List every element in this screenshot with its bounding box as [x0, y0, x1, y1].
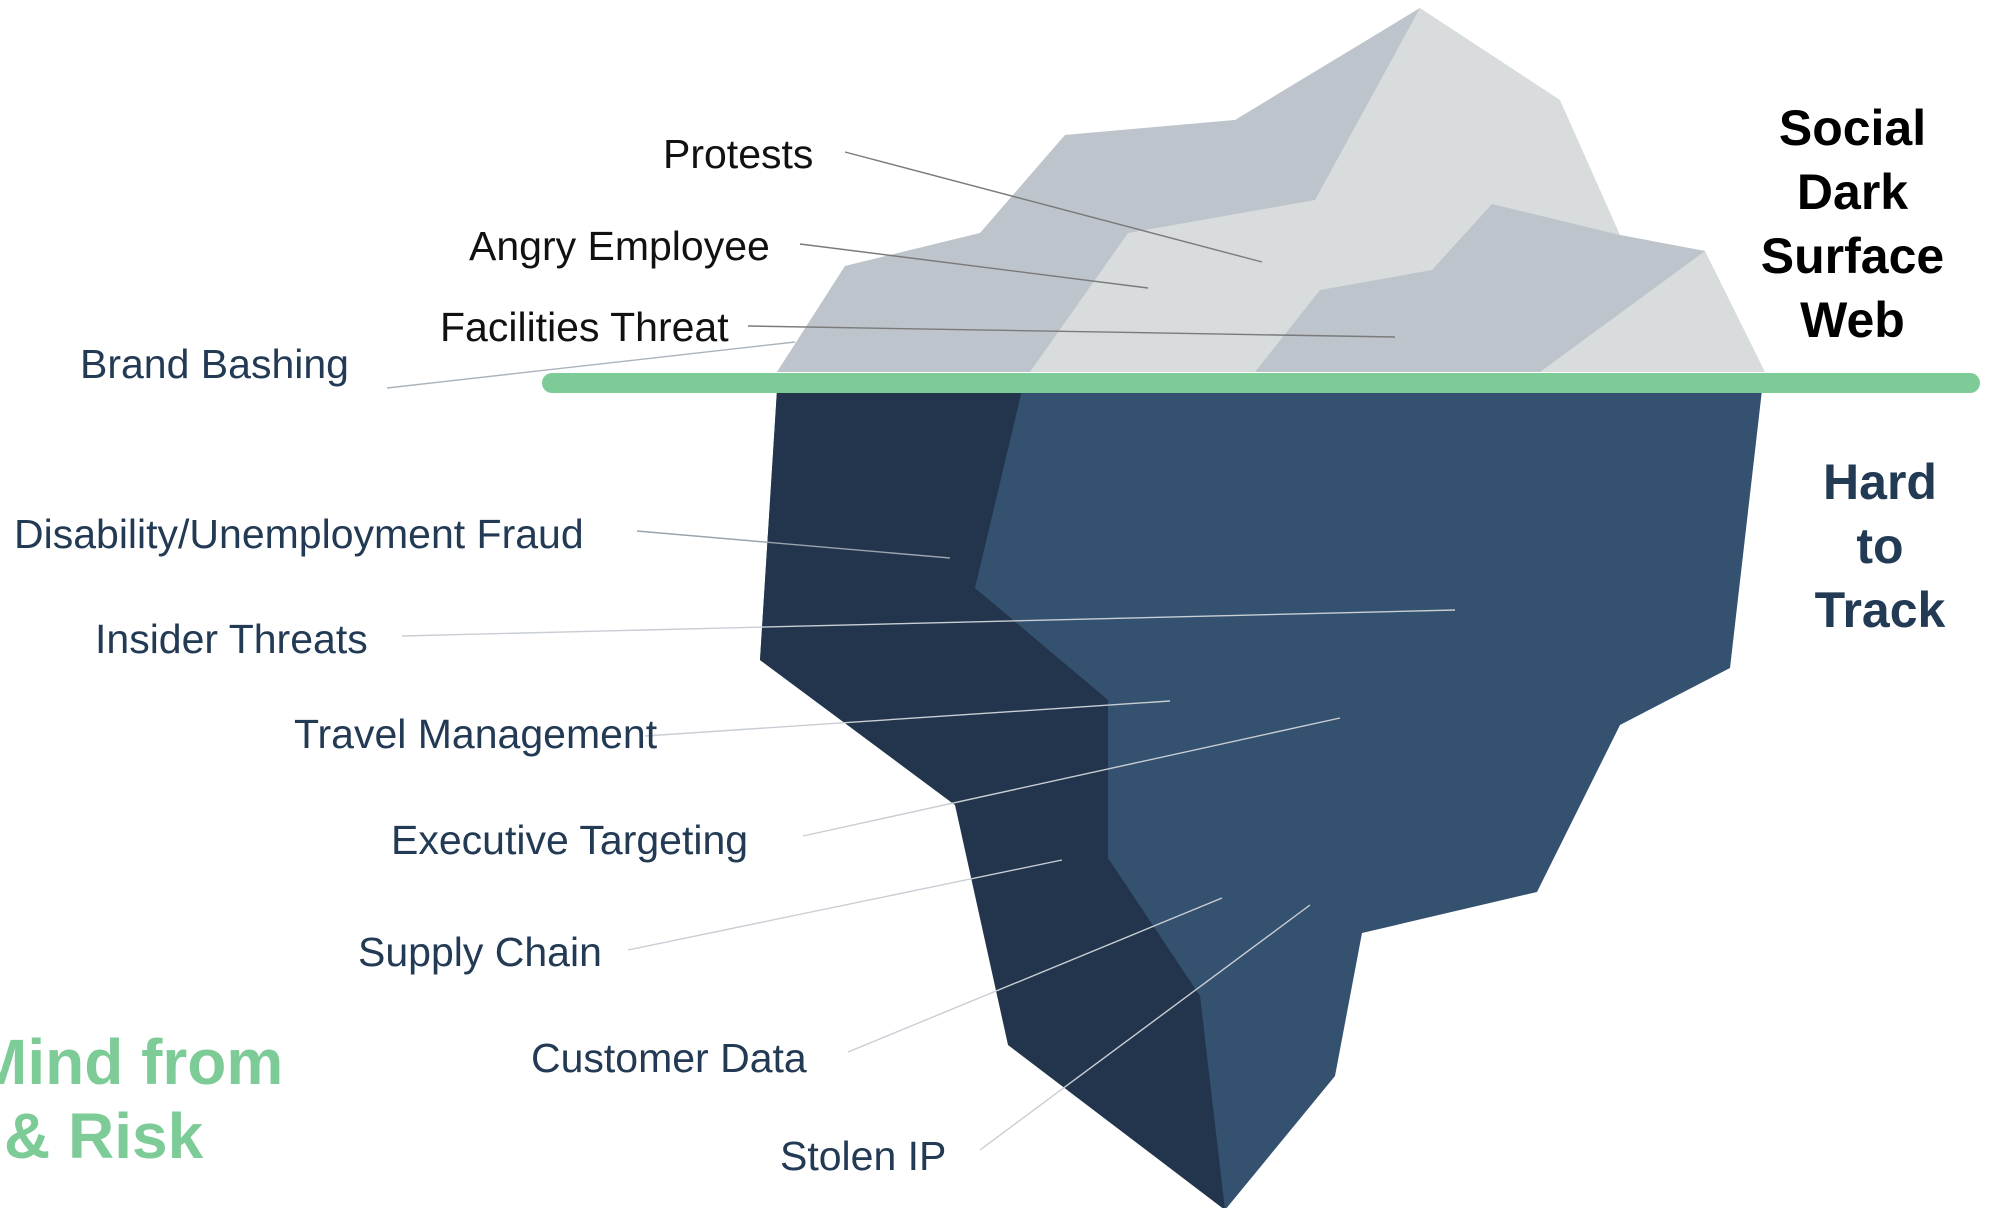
iceberg-submerged-mid — [760, 390, 1762, 1208]
label-angry-employee: Angry Employee — [469, 223, 770, 269]
iceberg-tip-shade-right — [1255, 204, 1705, 372]
iceberg-tip-shade-left — [777, 8, 1420, 372]
side-label-deep-line: to — [1856, 518, 1904, 574]
side-label-surface-line: Social — [1778, 100, 1927, 156]
label-travel-management: Travel Management — [294, 711, 658, 757]
side-label-deep-line: Track — [1814, 582, 1946, 638]
iceberg-submerged — [760, 390, 1762, 1208]
leader-line-angry-employee — [799, 243, 1149, 289]
label-disability-fraud: Disability/Unemployment Fraud — [14, 511, 584, 557]
label-executive-targeting: Executive Targeting — [391, 817, 749, 863]
label-stolen-ip: Stolen IP — [780, 1133, 947, 1179]
leader-line-protests — [844, 151, 1263, 263]
side-label-surface-line: Dark — [1796, 164, 1909, 220]
label-brand-bashing: Brand Bashing — [80, 341, 349, 387]
label-facilities-threat: Facilities Threat — [440, 304, 729, 350]
leader-lines — [386, 151, 1456, 1151]
cropped-title: Mind from & Risk — [0, 1030, 320, 1170]
side-label-surface-line: Surface — [1760, 228, 1945, 284]
leader-line-executive-targeting — [802, 717, 1341, 837]
cropped-title-line: Mind from — [0, 1026, 284, 1098]
label-supply-chain: Supply Chain — [358, 929, 602, 975]
label-insider-threats: Insider Threats — [95, 616, 368, 662]
leader-line-disability-fraud — [636, 530, 951, 559]
leader-line-insider-threats — [401, 609, 1456, 637]
label-customer-data: Customer Data — [531, 1035, 807, 1081]
iceberg-tip — [777, 8, 1765, 372]
side-label-deep: Hard to Track — [1790, 450, 1970, 642]
side-label-surface-line: Web — [1800, 292, 1905, 348]
side-label-deep-line: Hard — [1823, 454, 1937, 510]
leader-line-brand-bashing — [386, 341, 796, 389]
cropped-title-line: & Risk — [4, 1100, 204, 1172]
leader-line-customer-data — [847, 897, 1223, 1053]
leader-line-facilities-threat — [747, 325, 1396, 338]
side-label-surface: Social Dark Surface Web — [1735, 96, 1970, 352]
label-protests: Protests — [663, 131, 814, 177]
leader-line-travel-management — [644, 700, 1171, 737]
leader-line-supply-chain — [627, 859, 1063, 951]
leader-line-stolen-ip — [979, 904, 1311, 1151]
iceberg-submerged-dark — [760, 390, 1225, 1208]
